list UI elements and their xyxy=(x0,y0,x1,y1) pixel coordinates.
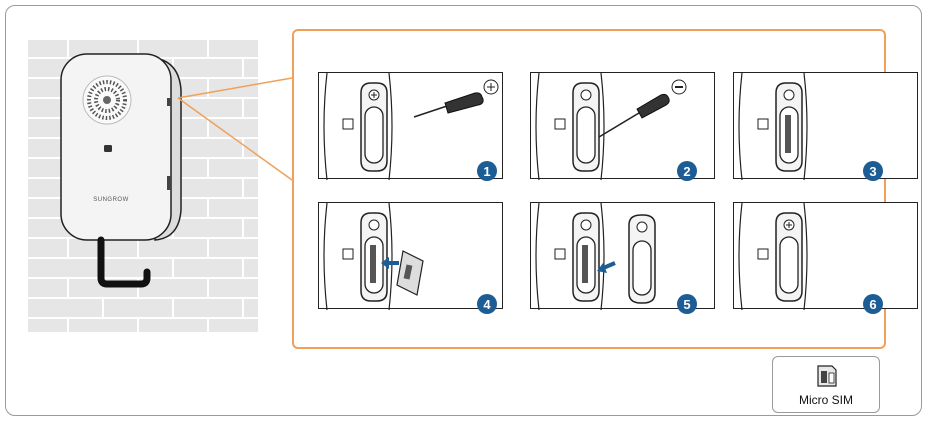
step-4-panel: 4 xyxy=(318,202,503,309)
step-number-badge: 1 xyxy=(477,161,497,181)
step-2-panel: 2 xyxy=(530,72,715,179)
charger-device xyxy=(55,50,190,290)
step-3-panel: 3 xyxy=(733,72,918,179)
micro-sim-legend: Micro SIM xyxy=(772,356,880,413)
legend-label: Micro SIM xyxy=(773,393,879,407)
micro-sim-card-icon xyxy=(816,364,838,388)
step-6-panel: 6 xyxy=(733,202,918,309)
step-1-panel: 1 xyxy=(318,72,503,179)
step-number-badge: 2 xyxy=(677,161,697,181)
step-number-badge: 4 xyxy=(477,294,497,314)
brand-label: SUNGROW xyxy=(81,197,141,203)
step-number-badge: 3 xyxy=(863,161,883,181)
step-5-panel: 5 xyxy=(530,202,715,309)
step-number-badge: 6 xyxy=(863,294,883,314)
step-number-badge: 5 xyxy=(677,294,697,314)
speaker-grille-icon xyxy=(83,76,131,124)
